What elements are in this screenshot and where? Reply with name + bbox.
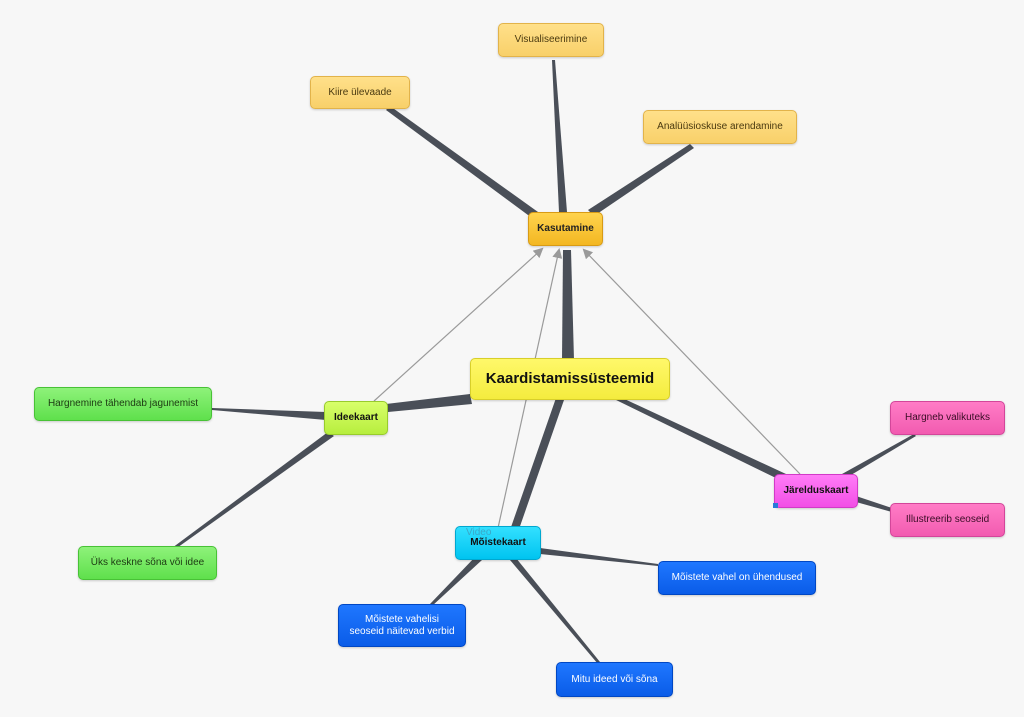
node-hargnemine-label: Hargnemine tähendab jagunemist [47, 398, 199, 409]
link-marker-icon [773, 503, 778, 508]
node-hargneb-valikuteks[interactable]: Hargneb valikuteks [890, 401, 1005, 435]
arrow-jarelduskaart-kasutamine [582, 248, 801, 475]
node-moistete-vahelisi-line1: Mõistete vahelisi [365, 613, 439, 625]
edge-kasutamine-visualiseerimine [552, 60, 567, 212]
node-hargnemine[interactable]: Hargnemine tähendab jagunemist [34, 387, 212, 421]
node-visualiseerimine-label: Visualiseerimine [514, 34, 588, 45]
edge-center-kasutamine [562, 250, 574, 360]
node-kiire-ulevaade[interactable]: Kiire ülevaade [310, 76, 410, 109]
edge-center-ideekaart [386, 394, 472, 412]
node-moistekaart-label: Mõistekaart [470, 537, 526, 548]
node-center[interactable]: Kaardistamissüsteemid [470, 358, 670, 400]
video-attachment-label[interactable]: Video [466, 527, 492, 538]
node-moistekaart[interactable]: Mõistekaart [455, 526, 541, 560]
node-kasutamine[interactable]: Kasutamine [528, 212, 603, 246]
node-ideekaart-label: Ideekaart [334, 412, 378, 423]
node-moistete-vahelisi-seoseid[interactable]: Mõistete vahelisi seoseid näitevad verbi… [338, 604, 466, 647]
node-kiire-ulevaade-label: Kiire ülevaade [328, 86, 392, 98]
node-kasutamine-label: Kasutamine [537, 223, 594, 234]
node-visualiseerimine[interactable]: Visualiseerimine [498, 23, 604, 57]
node-illustreerib-seoseid[interactable]: Illustreerib seoseid [890, 503, 1005, 537]
edge-center-jarelduskaart [612, 396, 786, 480]
node-illustreerib-label: Illustreerib seoseid [905, 514, 990, 525]
node-mitu-ideed[interactable]: Mitu ideed või sõna [556, 662, 673, 697]
edge-kasutamine-kiire [386, 106, 538, 218]
edge-jarelduskaart-illustreerib [856, 496, 892, 512]
node-center-label: Kaardistamissüsteemid [485, 370, 655, 387]
node-jarelduskaart[interactable]: Järelduskaart [774, 474, 858, 508]
edge-moistekaart-moistete-vahel [540, 548, 658, 566]
edge-kasutamine-analuus [588, 144, 694, 216]
edge-jarelduskaart-hargneb [842, 434, 916, 478]
node-uks-keskne[interactable]: Üks keskne sõna või idee [78, 546, 217, 580]
node-ideekaart[interactable]: Ideekaart [324, 401, 388, 435]
edge-center-moistekaart [510, 398, 564, 532]
edge-ideekaart-uks [172, 432, 334, 550]
node-analuusioskuse-arendamine[interactable]: Analüüsioskuse arendamine [643, 110, 797, 144]
edge-moistekaart-moistete-vahelisi [430, 556, 482, 606]
edge-ideekaart-hargnemine [212, 408, 326, 420]
node-analuusioskuse-arendamine-label: Analüüsioskuse arendamine [657, 121, 783, 132]
node-moistete-vahel-label: Mõistete vahel on ühendused [671, 572, 803, 583]
node-hargneb-label: Hargneb valikuteks [904, 412, 991, 423]
edge-moistekaart-mitu [510, 558, 600, 664]
node-jarelduskaart-label: Järelduskaart [783, 485, 849, 496]
node-moistete-vahel-on-uhendused[interactable]: Mõistete vahel on ühendused [658, 561, 816, 595]
node-moistete-vahelisi-line2: seoseid näitevad verbid [349, 625, 455, 637]
arrow-ideekaart-kasutamine [373, 247, 544, 402]
node-mitu-ideed-label: Mitu ideed või sõna [571, 673, 658, 685]
node-uks-keskne-label: Üks keskne sõna või idee [90, 557, 205, 568]
